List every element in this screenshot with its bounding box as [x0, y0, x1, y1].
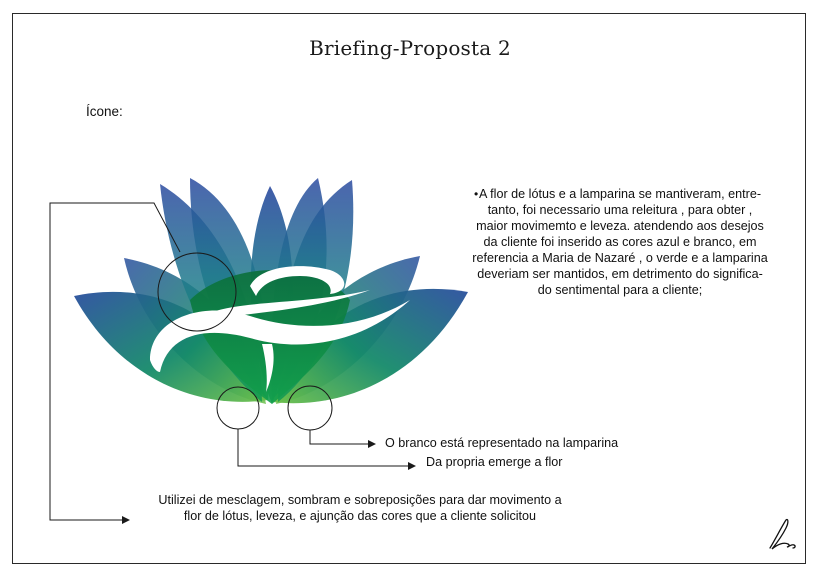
arrow-head-from-flower — [408, 462, 416, 470]
arrow-head-blend — [122, 516, 130, 524]
description-line: maior movimemto e leveza. atendendo aos … — [476, 219, 764, 233]
note-blending: Utilizei de mesclagem, sombram e sobrepo… — [140, 492, 580, 524]
note-white-lamp: O branco está representado na lamparina — [385, 436, 619, 450]
connector-from-flower — [237, 429, 410, 467]
description-line: tanto, foi necessario uma releitura , pa… — [487, 203, 753, 217]
lamp-top-swoosh — [212, 290, 370, 318]
page-title: Briefing-Proposta 2 — [309, 36, 511, 60]
connector-blend — [49, 202, 181, 521]
connector-white-lamp — [309, 430, 370, 445]
description-block: • A flor de lótus e a lamparina se manti… — [470, 186, 770, 298]
description-line: do sentimental para a cliente; — [537, 283, 703, 297]
lamp-spout — [262, 344, 274, 392]
note-from-flower: Da propria emerge a flor — [426, 455, 563, 469]
lamp-icon — [150, 266, 410, 392]
description-bullet: • — [474, 187, 479, 201]
arrow-head-white-lamp — [368, 440, 376, 448]
note-blending-line: Utilizei de mesclagem, sombram e sobrepo… — [158, 493, 562, 507]
description-line: deveriam ser mantidos, em detrimento do … — [477, 267, 763, 281]
description-line: referencia a Maria de Nazaré , o verde e… — [472, 251, 768, 265]
description-line: A flor de lótus e a lamparina se mantive… — [478, 187, 762, 201]
lamp-base-swoosh — [150, 300, 410, 372]
highlight-circle-top — [157, 252, 237, 332]
note-blending-line: flor de lótus, leveza, e ajunção das cor… — [183, 509, 537, 523]
description-line: da cliente foi inserido as cores azul e … — [483, 235, 757, 249]
icon-section-label: Ícone: — [86, 104, 123, 119]
signature-icon — [769, 518, 796, 550]
lamp-handle-swoosh — [250, 266, 345, 296]
